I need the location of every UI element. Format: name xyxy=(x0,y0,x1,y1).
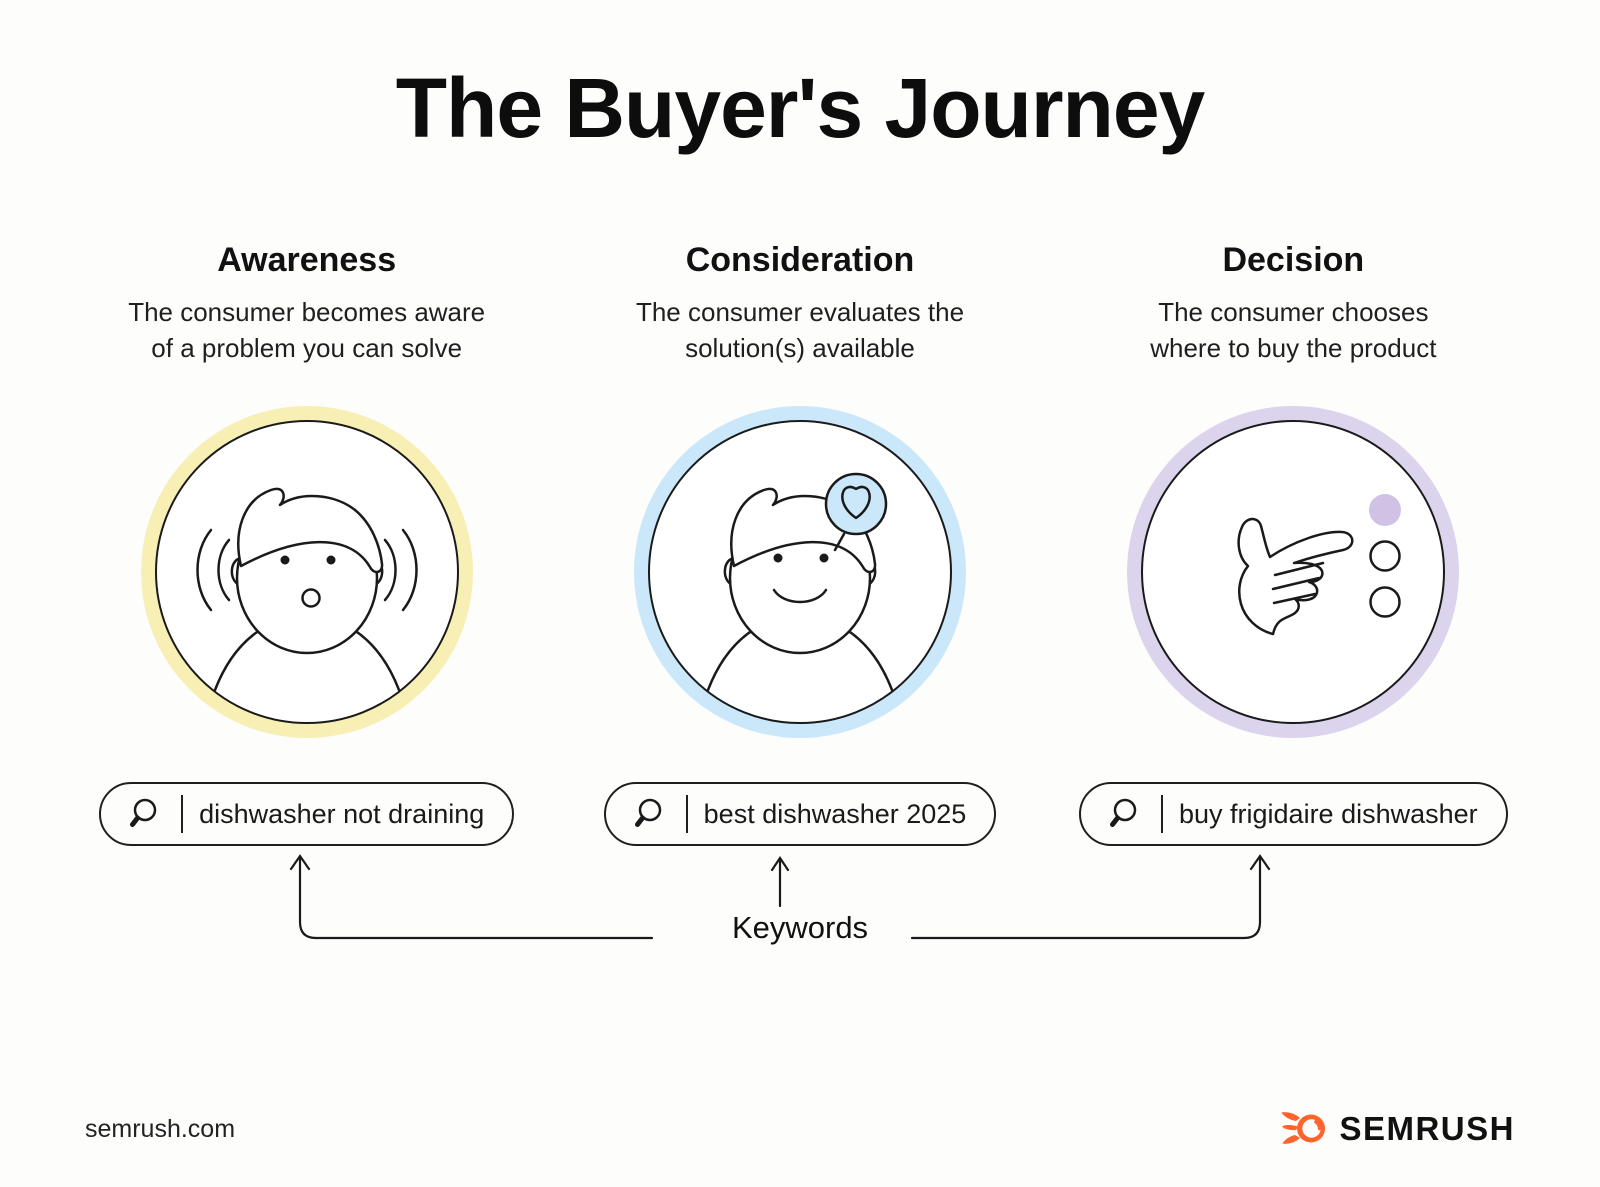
smiling-face-heart-thought-icon xyxy=(633,406,966,738)
search-icon xyxy=(634,798,661,827)
heart-icon xyxy=(841,485,871,520)
stage-description-consideration: The consumer evaluates the solution(s) a… xyxy=(636,294,964,366)
keywords-label: Keywords xyxy=(703,910,897,946)
keywords-arrow-lines xyxy=(289,854,1271,940)
finger-creases xyxy=(1272,561,1325,605)
search-bar-consideration: best dishwasher 2025 xyxy=(603,782,997,846)
stage-title-consideration: Consideration xyxy=(685,241,915,279)
sound-waves-icon xyxy=(195,528,418,612)
description-line: The consumer becomes aware xyxy=(128,297,486,327)
arrow-right xyxy=(910,856,1262,940)
stage-description-decision: The consumer chooses where to buy the pr… xyxy=(1150,294,1436,366)
thought-bubble xyxy=(824,472,888,536)
stage-title-decision: Decision xyxy=(1222,241,1365,279)
stages-row: Awareness The consumer becomes aware of … xyxy=(0,241,1600,846)
search-cursor-divider xyxy=(1161,795,1163,833)
description-line: The consumer evaluates the xyxy=(635,297,965,327)
keywords-section: Keywords xyxy=(0,846,1600,986)
stage-title-awareness: Awareness xyxy=(217,241,397,279)
source-url: semrush.com xyxy=(85,1114,236,1143)
search-bar-awareness: dishwasher not draining xyxy=(99,782,515,846)
stage-column-awareness: Awareness The consumer becomes aware of … xyxy=(60,241,553,846)
search-query-text: buy frigidaire dishwasher xyxy=(1179,798,1478,829)
hair xyxy=(236,487,383,574)
search-query-text: best dishwasher 2025 xyxy=(703,798,967,829)
option-dot xyxy=(1369,586,1402,618)
smile-mouth xyxy=(772,588,828,604)
description-line: of a problem you can solve xyxy=(151,333,463,363)
left-eye xyxy=(773,553,783,563)
arrow-left-head xyxy=(289,854,311,871)
description-line: solution(s) available xyxy=(685,333,915,363)
semrush-logo: SEMRUSH xyxy=(1281,1109,1515,1149)
semrush-comet-icon xyxy=(1281,1112,1326,1144)
arrow-center-head xyxy=(770,856,790,872)
search-bar-decision: buy frigidaire dishwasher xyxy=(1079,782,1508,846)
thought-connector xyxy=(833,532,846,552)
surprised-listening-face-icon xyxy=(140,406,473,738)
arrow-right-head xyxy=(1249,854,1271,871)
left-eye xyxy=(280,555,290,565)
right-eye xyxy=(819,553,829,563)
stage-column-consideration: Consideration The consumer evaluates the… xyxy=(553,241,1046,846)
stage-column-decision: Decision The consumer chooses where to b… xyxy=(1047,241,1540,846)
search-cursor-divider xyxy=(181,795,184,833)
search-icon xyxy=(130,798,157,827)
semrush-wordmark: SEMRUSH xyxy=(1339,1110,1515,1147)
description-line: The consumer chooses xyxy=(1158,297,1429,327)
stage-description-awareness: The consumer becomes aware of a problem … xyxy=(128,294,485,366)
arrow-left xyxy=(298,856,654,940)
pointing-hand-options-icon xyxy=(1127,406,1460,738)
option-dot xyxy=(1369,540,1402,572)
description-line: where to buy the product xyxy=(1150,333,1437,363)
option-dot-selected xyxy=(1369,494,1402,526)
pointing-hand xyxy=(1237,517,1354,636)
search-query-text: dishwasher not draining xyxy=(199,798,485,829)
search-icon xyxy=(1110,798,1137,827)
footer: semrush.com SEMRUSH xyxy=(0,1109,1600,1149)
right-eye xyxy=(326,555,336,565)
search-cursor-divider xyxy=(685,795,688,833)
surprised-mouth xyxy=(300,588,321,608)
page-title: The Buyer's Journey xyxy=(395,61,1206,155)
